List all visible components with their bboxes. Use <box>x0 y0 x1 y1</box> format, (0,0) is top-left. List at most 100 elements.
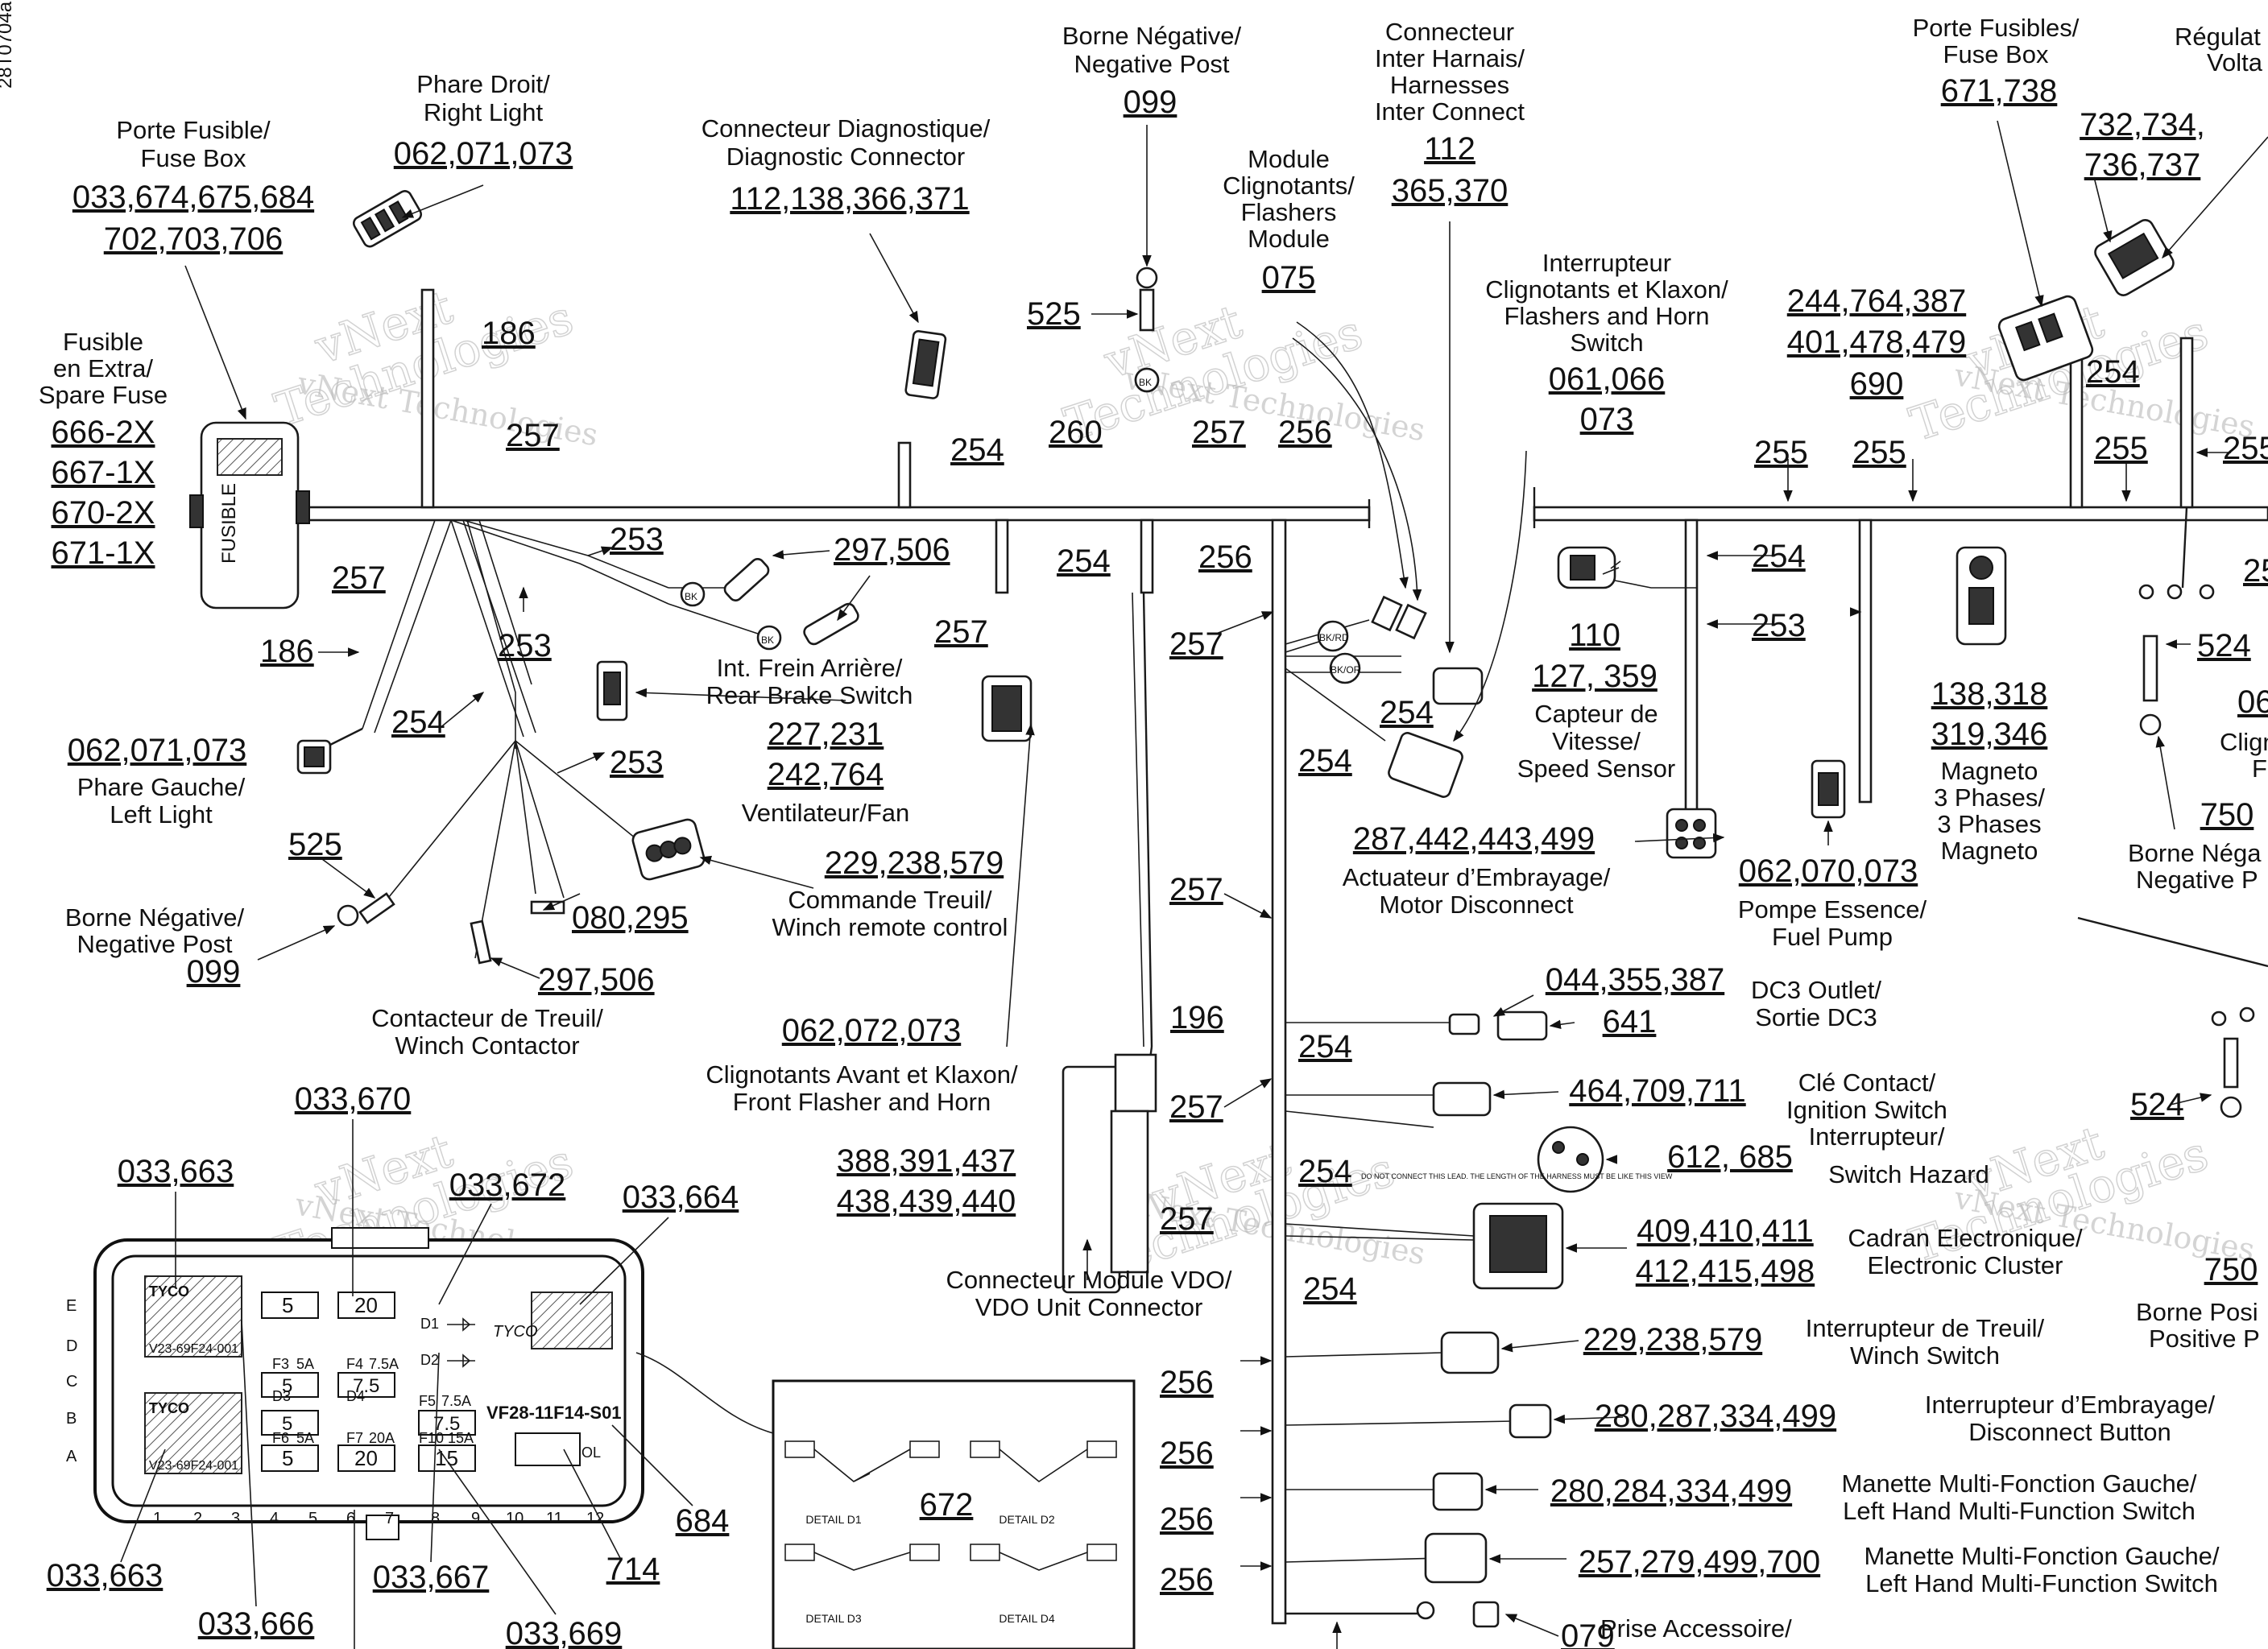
label-negative-post-left: Borne Négative/ Negative Post 099 <box>65 903 245 990</box>
label-front-flasher-horn: 062,072,073 Clignotants Avant et Klaxon/… <box>706 1013 1018 1116</box>
svg-text:6: 6 <box>346 1510 355 1527</box>
svg-text:3 Phases: 3 Phases <box>1937 810 2041 838</box>
svg-text:F3: F3 <box>272 1356 289 1372</box>
svg-text:F: F <box>2252 754 2267 783</box>
svg-text:TYCO: TYCO <box>493 1323 538 1341</box>
svg-text:20: 20 <box>354 1446 378 1470</box>
svg-text:033,667: 033,667 <box>373 1560 490 1595</box>
svg-text:254: 254 <box>1298 1029 1352 1064</box>
svg-text:254: 254 <box>1298 743 1352 779</box>
fuel-pump-icon <box>1811 759 1846 819</box>
fuse-slots: 5 20 F3 5A F4 7.5A 5 7.5 F5 7.5A 5 7.5 F… <box>261 1292 476 1472</box>
svg-text:Ventilateur/Fan: Ventilateur/Fan <box>742 799 910 827</box>
ignition-switch-icon <box>1432 1081 1492 1117</box>
side-code: 28T0704a <box>0 1 16 89</box>
svg-text:186: 186 <box>482 316 536 351</box>
svg-text:257: 257 <box>332 560 386 596</box>
svg-text:Flashers: Flashers <box>1241 198 1337 226</box>
svg-text:702,703,706: 702,703,706 <box>104 221 283 257</box>
svg-text:750: 750 <box>2200 797 2254 833</box>
svg-text:612, 685: 612, 685 <box>1667 1139 1793 1175</box>
svg-text:690: 690 <box>1850 366 1904 402</box>
svg-text:OL: OL <box>581 1444 601 1461</box>
svg-text:062,071,073: 062,071,073 <box>394 136 573 172</box>
svg-text:257,279,499,700: 257,279,499,700 <box>1579 1544 1820 1580</box>
svg-text:06: 06 <box>2237 684 2268 720</box>
label-fuse-box-left: Porte Fusible/ Fuse Box 033,674,675,684 … <box>72 116 314 257</box>
svg-text:110: 110 <box>1569 618 1620 653</box>
svg-text:Contacteur de Treuil/: Contacteur de Treuil/ <box>371 1004 603 1032</box>
svg-text:257: 257 <box>1160 1201 1214 1237</box>
svg-text:227,231: 227,231 <box>768 717 884 752</box>
svg-text:E: E <box>66 1297 77 1315</box>
label-vdo-connector: 388,391,437 438,439,440 Connecteur Modul… <box>837 1143 1232 1321</box>
svg-text:256: 256 <box>1198 539 1252 575</box>
svg-text:Sortie DC3: Sortie DC3 <box>1755 1003 1877 1031</box>
svg-text:Left Hand Multi-Function Switc: Left Hand Multi-Function Switch <box>1843 1497 2196 1525</box>
svg-text:254: 254 <box>2086 354 2140 390</box>
svg-text:388,391,437: 388,391,437 <box>837 1143 1016 1179</box>
wire-number-labels: 186 257 257 186 254 253 253 253 254 260 … <box>260 296 2268 1597</box>
svg-text:080,295: 080,295 <box>572 900 689 936</box>
svg-text:260: 260 <box>1049 415 1103 450</box>
svg-text:750: 750 <box>2204 1252 2258 1287</box>
svg-text:033,674,675,684: 033,674,675,684 <box>72 180 314 215</box>
svg-text:Phare Gauche/: Phare Gauche/ <box>77 773 246 801</box>
svg-text:Commande Treuil/: Commande Treuil/ <box>788 886 992 914</box>
svg-text:5: 5 <box>282 1293 293 1317</box>
svg-text:229,238,579: 229,238,579 <box>825 845 1004 881</box>
svg-text:401,478,479: 401,478,479 <box>1787 324 1966 360</box>
svg-text:257: 257 <box>1169 872 1223 907</box>
svg-text:Capteur de: Capteur de <box>1534 700 1658 728</box>
right-list: 044,355,387 641 DC3 Outlet/ Sortie DC3 4… <box>1546 962 2220 1649</box>
svg-text:7.5A: 7.5A <box>369 1356 399 1372</box>
left-light-connector-icon <box>296 739 332 775</box>
svg-text:5: 5 <box>282 1375 292 1397</box>
svg-text:Manette Multi-Fonction Gauche/: Manette Multi-Fonction Gauche/ <box>1864 1542 2219 1570</box>
svg-text:Spare Fuse: Spare Fuse <box>39 381 168 409</box>
svg-text:5: 5 <box>282 1446 293 1470</box>
svg-text:Module: Module <box>1248 225 1330 253</box>
svg-text:Borne Posi: Borne Posi <box>2136 1298 2258 1326</box>
svg-text:Harnesses: Harnesses <box>1390 71 1509 99</box>
label-misc-080: 080,295 <box>572 900 689 936</box>
svg-text:Left Light: Left Light <box>110 800 213 829</box>
svg-text:TYCO: TYCO <box>149 1400 189 1416</box>
svg-text:5A: 5A <box>296 1430 314 1446</box>
svg-text:253: 253 <box>498 628 552 663</box>
svg-text:15A: 15A <box>448 1430 474 1446</box>
svg-text:3 Phases/: 3 Phases/ <box>1934 783 2045 812</box>
svg-text:Rear Brake Switch: Rear Brake Switch <box>706 681 913 709</box>
svg-text:C: C <box>66 1373 77 1391</box>
svg-text:671-1X: 671-1X <box>52 535 155 571</box>
right-light-connector-icon <box>352 190 423 248</box>
svg-text:112,138,366,371: 112,138,366,371 <box>730 181 969 217</box>
svg-text:Switch Hazard: Switch Hazard <box>1828 1160 1989 1188</box>
svg-text:525: 525 <box>288 827 342 862</box>
svg-text:BK: BK <box>1139 377 1152 388</box>
svg-text:Int. Frein Arrière/: Int. Frein Arrière/ <box>717 654 903 682</box>
svg-text:Fusible: Fusible <box>63 328 143 356</box>
left-branches <box>321 519 766 959</box>
svg-text:Ignition Switch: Ignition Switch <box>1786 1096 1947 1124</box>
wire-524-bottom: 524 <box>2130 1087 2184 1122</box>
svg-text:Connecteur Module VDO/: Connecteur Module VDO/ <box>946 1266 1232 1294</box>
label-fuse-box-right: Porte Fusibles/ Fuse Box 671,738 <box>1913 14 2080 109</box>
label-fan: 227,231 242,764 Ventilateur/Fan <box>742 717 910 827</box>
mfs-connector-icon <box>1432 1472 1484 1511</box>
svg-text:062,070,073: 062,070,073 <box>1739 853 1918 889</box>
svg-text:714: 714 <box>606 1552 660 1587</box>
wire-tags: BK BK BK BK/RD BK/OR <box>680 367 1361 684</box>
svg-text:255: 255 <box>2094 431 2148 466</box>
svg-text:Interrupteur d’Embrayage/: Interrupteur d’Embrayage/ <box>1925 1391 2216 1419</box>
fuse-box-icon: FUSIBLE <box>189 421 310 610</box>
svg-text:4: 4 <box>270 1510 279 1527</box>
label-flashers-horn-switch: Interrupteur Clignotants et Klaxon/ Flas… <box>1485 249 1728 437</box>
svg-text:667-1X: 667-1X <box>52 455 155 490</box>
regulator-icon <box>2094 219 2175 296</box>
svg-text:196: 196 <box>1170 1000 1224 1035</box>
svg-text:V23-69F24-001: V23-69F24-001 <box>149 1459 238 1473</box>
svg-text:10: 10 <box>506 1510 524 1527</box>
label-diagnostic-connector: Connecteur Diagnostique/ Diagnostic Conn… <box>702 114 991 217</box>
magneto-icon <box>1956 546 2007 646</box>
